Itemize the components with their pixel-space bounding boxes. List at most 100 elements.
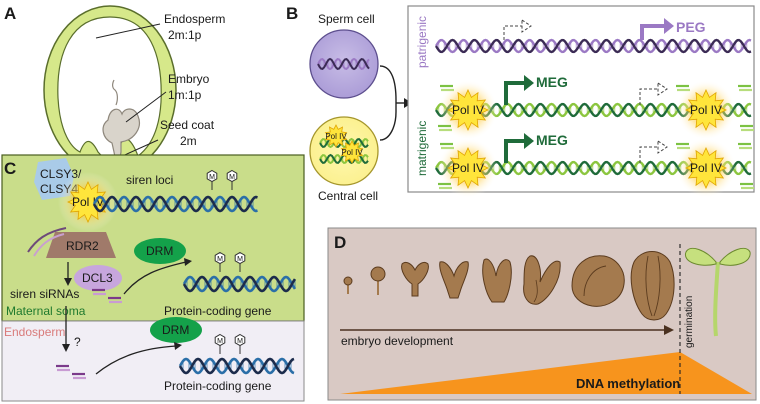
drm-label-endosperm: DRM	[162, 323, 189, 337]
merge-bracket	[379, 65, 397, 141]
central-pol-iv-star-1	[324, 124, 348, 148]
seedling	[684, 247, 751, 337]
rdr2-rna-strand-1	[27, 227, 67, 253]
endosperm-methyl-mark-2: M	[234, 333, 246, 354]
germination-label: germination	[684, 296, 695, 348]
meg-arrow-1	[504, 75, 534, 105]
dcl3-label: DCL3	[82, 271, 113, 285]
arrow-to-gene-soma	[123, 261, 187, 295]
matrigenic-sirna-2-5	[738, 142, 752, 150]
embryo-stage-mature	[630, 251, 675, 321]
peg-label: PEG	[676, 19, 706, 35]
development-arrow-head	[664, 325, 674, 335]
embryo-pointer	[125, 91, 167, 123]
embryo-shape	[102, 108, 140, 159]
protein-coding-gene-label-endosperm: Protein-coding gene	[164, 379, 272, 393]
matrigenic-sirna-2-1	[440, 142, 454, 150]
methylation-wedge	[340, 352, 752, 394]
matrigenic-sirna-2-3	[676, 142, 690, 150]
svg-text:M: M	[209, 174, 215, 181]
embryo-stage-walking-stick	[571, 255, 625, 307]
embryo-stage-torpedo	[482, 258, 512, 303]
dcl3-shape	[74, 265, 122, 291]
panel-d: D germination DNA methylation embryo dev…	[327, 227, 757, 401]
matrigenic-sirna-1-5	[738, 84, 752, 92]
central-pol-iv-star-2	[340, 140, 364, 164]
central-cell-label: Central cell	[318, 189, 378, 203]
siren-methyl-mark-2: M	[226, 169, 238, 190]
svg-text:M: M	[237, 256, 243, 263]
soma-methyl-mark-2: M	[234, 251, 246, 272]
seed-coat-label: Seed coat	[160, 118, 215, 132]
embryo-ratio: 1m:1p	[168, 88, 202, 102]
embryo-suspensor	[112, 79, 118, 106]
pol-iv-star	[447, 147, 489, 189]
sperm-cell-label: Sperm cell	[318, 12, 375, 26]
maternal-soma-label: Maternal soma	[6, 304, 86, 318]
central-cell-dna: Pol IV Pol IV	[319, 124, 369, 165]
embryo-development-label: embryo development	[341, 334, 454, 348]
endosperm-methyl-mark-1: M	[214, 333, 226, 354]
arrow-to-gene-endosperm	[95, 345, 177, 375]
embryo-stage-heart	[401, 261, 429, 297]
endosperm-sirna-2	[72, 372, 86, 380]
matrigenic-dashed-arrow-1	[639, 82, 668, 105]
protein-coding-gene-label-soma: Protein-coding gene	[164, 304, 272, 318]
embryo-stage-bent-torpedo	[523, 255, 561, 305]
meg-label-2: MEG	[536, 132, 568, 148]
pol-iv-star	[685, 89, 727, 131]
panel-a: A Endosperm 2m:1p Embryo 1m:1p Seed coat…	[4, 4, 225, 175]
pol-iv-label: Pol IV	[690, 161, 722, 175]
siren-methyl-mark-1: M	[206, 169, 218, 190]
meg-label-1: MEG	[536, 74, 568, 90]
svg-text:M: M	[237, 338, 243, 345]
question-mark: ?	[74, 335, 81, 349]
endosperm-pointer	[95, 23, 161, 39]
siren-sirnas-label: siren siRNAs	[10, 287, 79, 301]
arrow-to-endosperm-head	[62, 344, 70, 352]
matrigenic-sirna-2-2	[438, 182, 452, 190]
panel-c-label: C	[4, 159, 16, 178]
siren-loci-helix	[92, 195, 258, 213]
panel-b: B Sperm cell Pol IV Pol IV Central cell p…	[286, 4, 755, 203]
endosperm-label: Endosperm	[164, 12, 225, 26]
pol-iv-star	[685, 147, 727, 189]
central-pol-iv-label-2: Pol IV	[341, 148, 363, 157]
sperm-cell-dna	[317, 57, 370, 71]
drm-shape-soma	[134, 238, 186, 264]
embryo-stage-late-heart	[439, 261, 469, 299]
peg-arrow	[640, 18, 674, 40]
sirna-duplexes-soma	[92, 288, 122, 304]
panel-a-label: A	[4, 4, 16, 23]
pol-iv-star	[67, 181, 109, 223]
patrigenic-dna	[434, 38, 752, 54]
matrigenic-label: matrigenic	[415, 121, 429, 176]
soma-sirna-1	[92, 288, 106, 296]
svg-text:M: M	[217, 338, 223, 345]
matrigenic-dashed-arrow-2	[639, 140, 668, 163]
svg-text:M: M	[229, 174, 235, 181]
siren-loci-label: siren loci	[126, 173, 173, 187]
central-pol-iv-label-1: Pol IV	[325, 132, 347, 141]
patrigenic-label: patrigenic	[415, 16, 429, 68]
matrigenic-sirna-1-2	[438, 124, 452, 132]
patrigenic-dashed-arrow	[503, 19, 532, 40]
soma-methyl-mark-1: M	[214, 251, 226, 272]
panel-b-label: B	[286, 4, 298, 23]
soma-sirna-2	[108, 296, 122, 304]
arrow-to-gene-endosperm-head	[174, 342, 182, 350]
embryo-stage-globular	[370, 266, 386, 295]
rdr2-shape	[46, 232, 116, 258]
rdr2-rna-strand-2	[33, 233, 65, 257]
pol-iv-star	[447, 89, 489, 131]
protein-coding-helix-soma	[182, 275, 297, 293]
matrigenic-sirna-1-3	[676, 84, 690, 92]
embryo-label: Embryo	[168, 72, 210, 86]
matrigenic-sirna-1-1	[440, 84, 454, 92]
